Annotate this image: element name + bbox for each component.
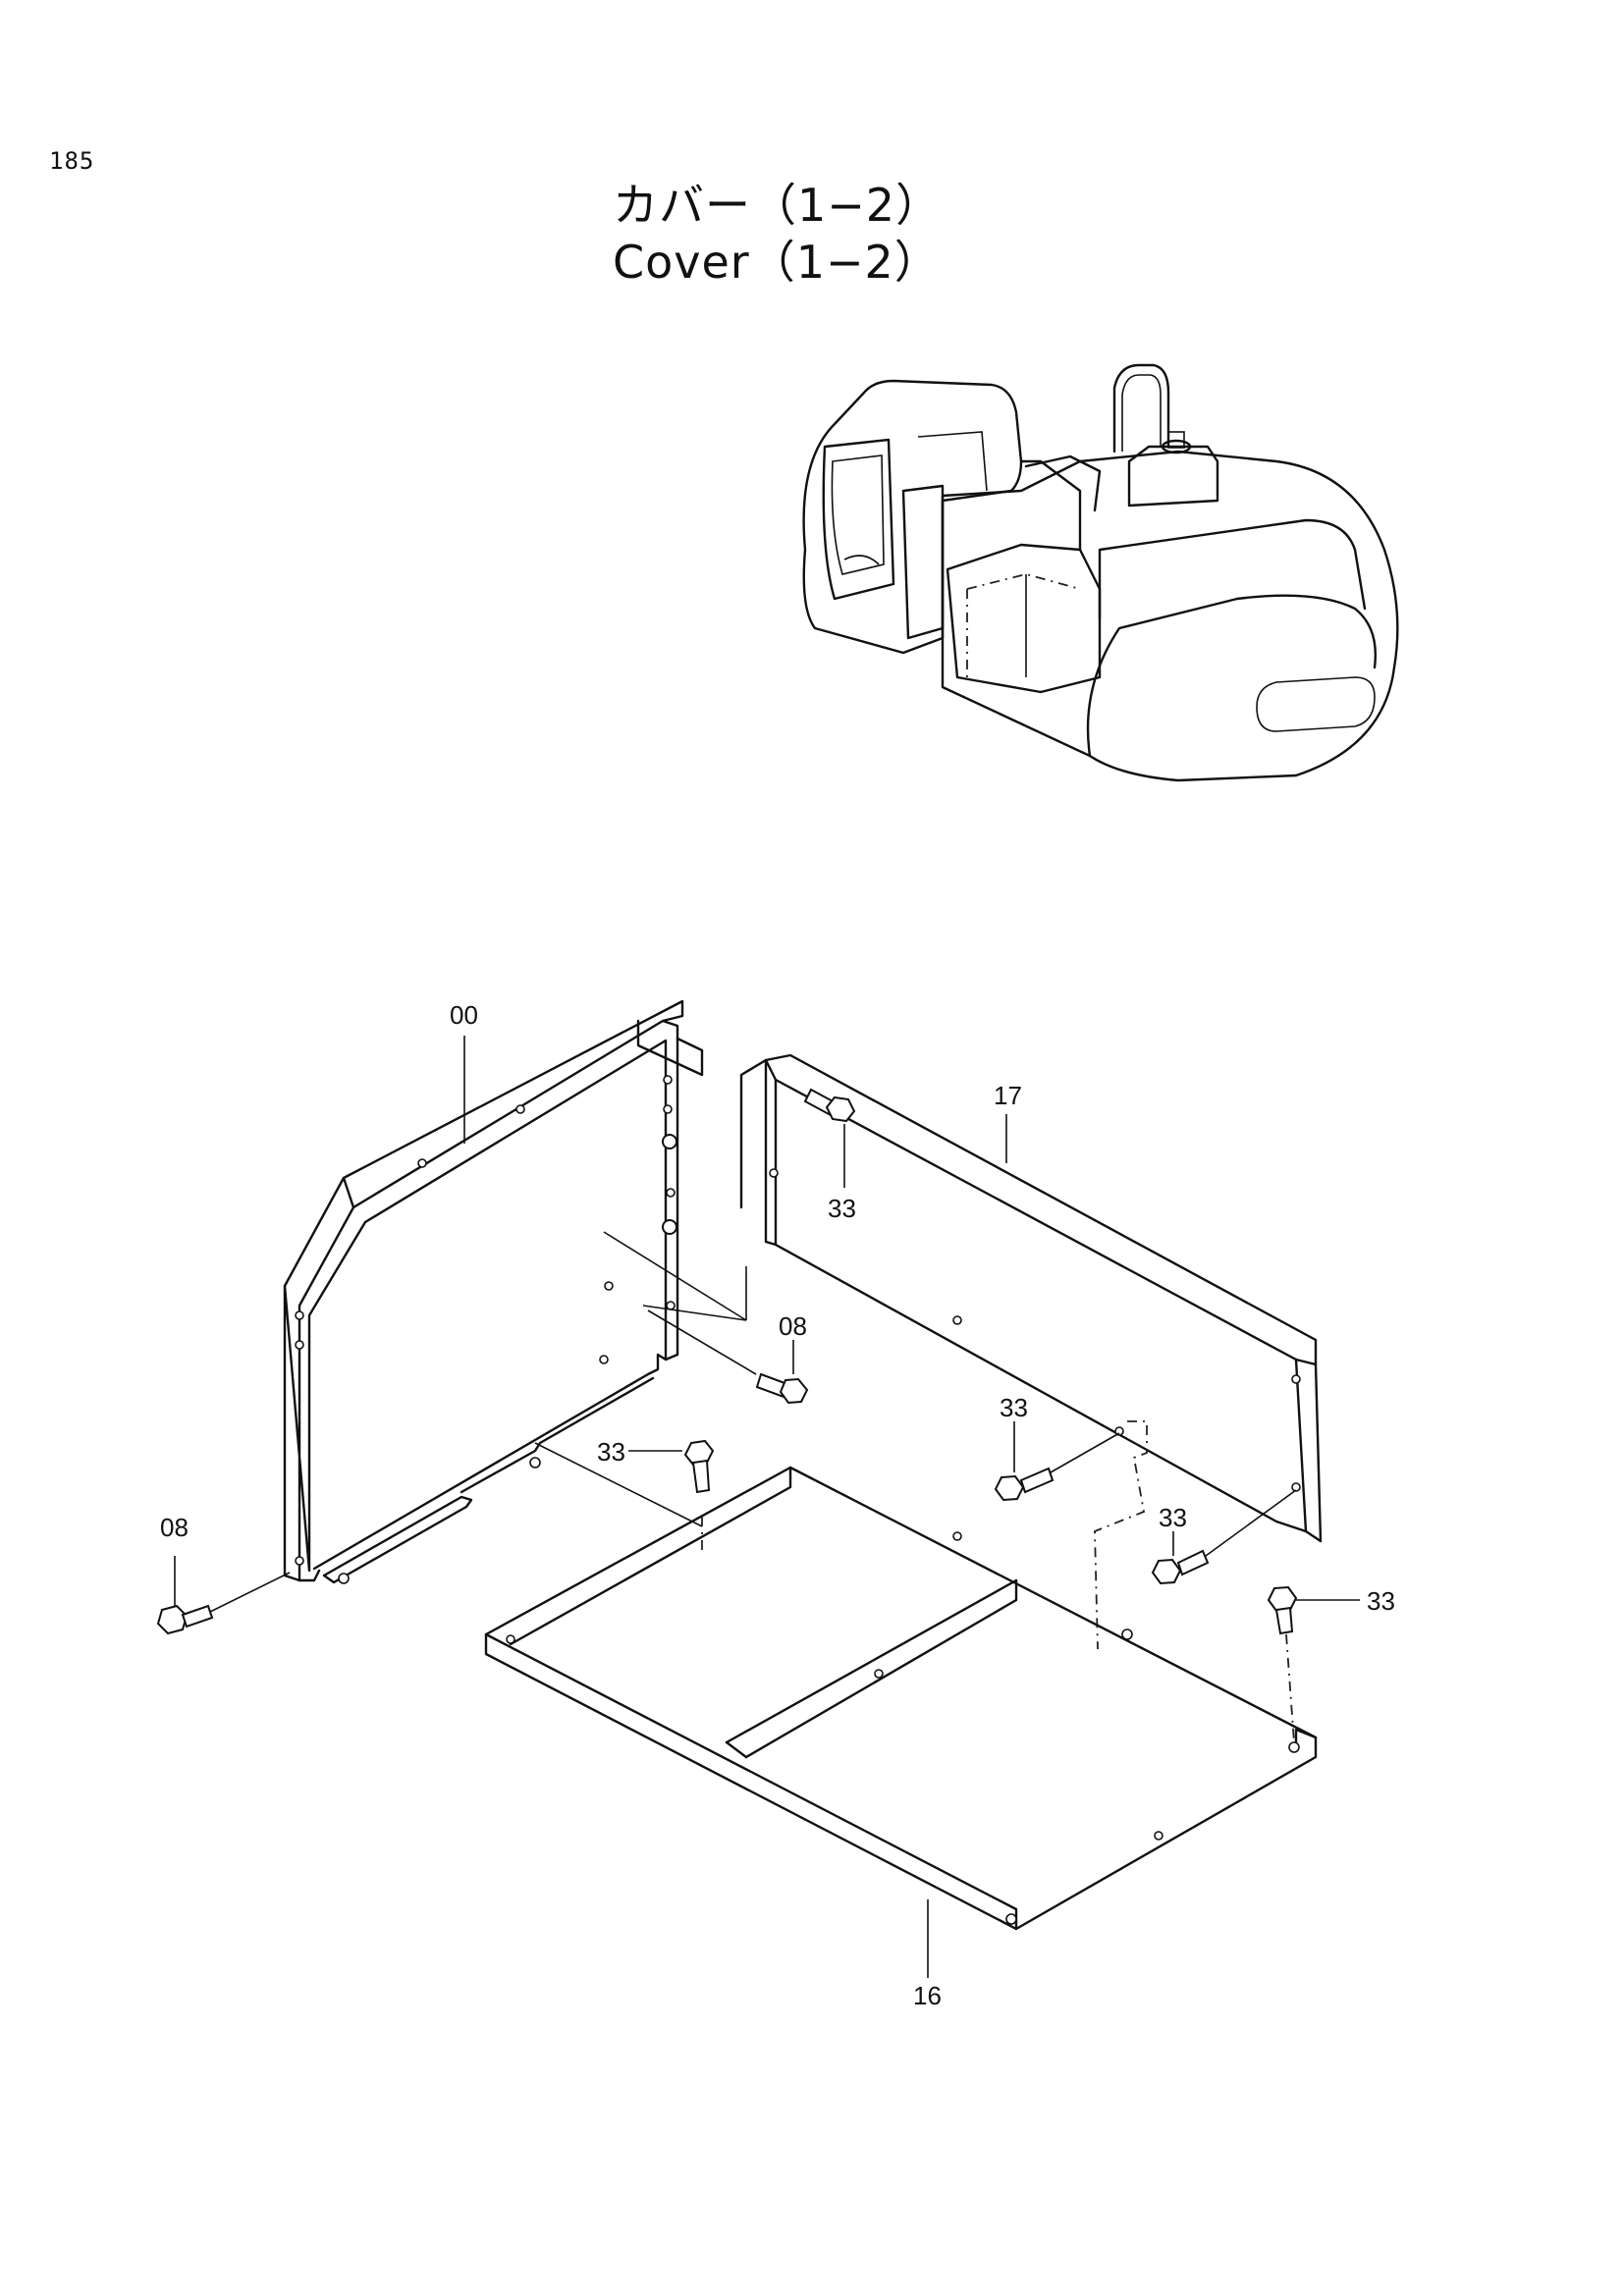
callout-bolt-mid-left: 08 [779,1311,807,1341]
callout-side-panel: 17 [994,1081,1022,1110]
frame-part-00 [283,999,757,1584]
bolt-left-08 [156,1556,291,1635]
bolt-center-33 [994,1421,1120,1502]
bolt-far-right-33 [1267,1585,1360,1743]
callout-bolt-upper: 33 [828,1194,856,1223]
bolt-center-left-33 [628,1439,715,1494]
callout-floor-plate: 16 [913,1981,942,2010]
bolt-upper-33 [803,1088,856,1188]
title-japanese: カバー（1−2） [613,179,943,232]
callout-frame: 00 [450,1000,478,1030]
page-number: 185 [49,147,95,175]
side-panel-part-17 [739,1053,1323,1650]
callout-bolt-left: 08 [160,1513,189,1542]
bolt-right-33 [1151,1489,1297,1585]
bolt-mid-left-08 [755,1340,809,1405]
title-english: Cover（1−2） [613,236,941,289]
page-title: カバー（1−2） Cover（1−2） [0,177,1623,291]
floor-plate-part-16 [484,1466,1318,1931]
callout-bolt-far-right: 33 [1367,1586,1395,1616]
callout-bolt-center-left: 33 [597,1437,625,1467]
excavator-overview-illustration [802,363,1399,782]
callout-bolt-right: 33 [1159,1503,1187,1532]
callout-bolt-center: 33 [1000,1393,1028,1422]
